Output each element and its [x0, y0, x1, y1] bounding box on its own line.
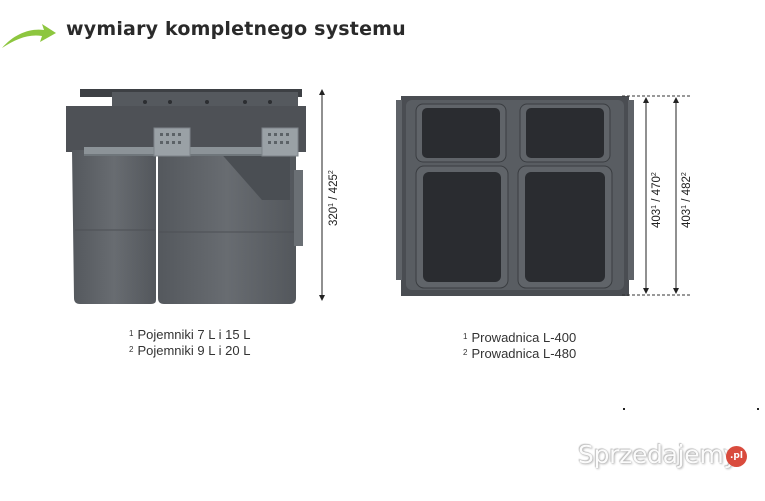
- side-view-bin-system: [66, 89, 325, 304]
- green-swoosh-arrow-icon: [2, 24, 56, 48]
- decorative-dot: [757, 408, 759, 410]
- decorative-dot: [623, 408, 625, 410]
- top-view-bin-system: [396, 95, 690, 296]
- watermark-badge: .pl: [726, 446, 747, 467]
- dimension-label-top-inner: 4031 / 4702: [651, 172, 663, 228]
- watermark-text: Sprzedajemy: [578, 440, 738, 469]
- page-title: wymiary kompletnego systemu: [66, 18, 406, 40]
- dimension-label-top-outer: 4031 / 4822: [681, 172, 693, 228]
- dimension-label-side-height: 3201 / 4252: [328, 170, 340, 226]
